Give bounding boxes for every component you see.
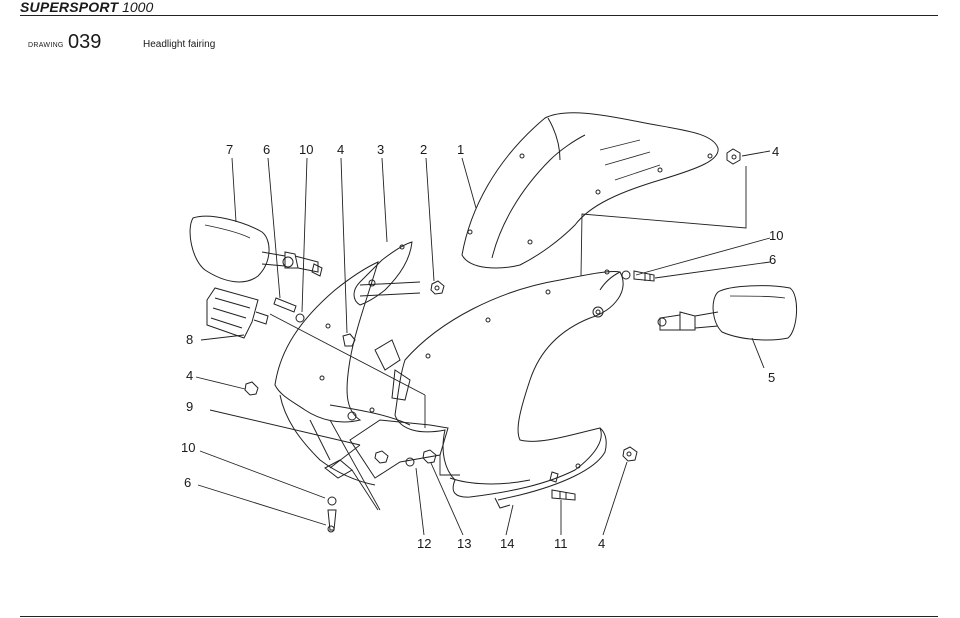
bracket bbox=[353, 241, 421, 401]
drawing-label: DRAWING bbox=[28, 42, 64, 49]
right-mirror bbox=[657, 285, 797, 341]
windscreen bbox=[461, 112, 719, 269]
pilot-light bbox=[206, 287, 269, 339]
callout-7: 7 bbox=[226, 142, 233, 157]
callout-14: 14 bbox=[500, 536, 514, 551]
callout-5: 5 bbox=[768, 370, 775, 385]
callout-4: 4 bbox=[337, 142, 344, 157]
callout-2: 2 bbox=[420, 142, 427, 157]
callout-12: 12 bbox=[417, 536, 431, 551]
left-mirror bbox=[189, 215, 319, 283]
callout-4: 4 bbox=[598, 536, 605, 551]
callout-4: 4 bbox=[772, 144, 779, 159]
callout-10: 10 bbox=[299, 142, 313, 157]
callout-4: 4 bbox=[186, 368, 193, 383]
callout-10: 10 bbox=[769, 228, 783, 243]
leader-lines bbox=[195, 150, 771, 536]
fairing-main bbox=[394, 269, 624, 509]
callout-6: 6 bbox=[263, 142, 270, 157]
drawing-number: 039 bbox=[68, 31, 102, 53]
brand-header: SUPERSPORT 1000 bbox=[20, 0, 153, 15]
callout-6: 6 bbox=[769, 252, 776, 267]
callout-11: 11 bbox=[554, 536, 568, 551]
drawing-title: Headlight fairing bbox=[143, 39, 216, 50]
bottom-divider bbox=[20, 616, 938, 617]
top-divider bbox=[20, 15, 938, 16]
callout-labels: 7 6 10 4 3 2 1 4 10 6 8 4 5 9 10 6 12 13… bbox=[181, 142, 783, 551]
callout-3: 3 bbox=[377, 142, 384, 157]
callout-10: 10 bbox=[181, 440, 195, 455]
fairing-left-panel bbox=[274, 261, 449, 486]
fasteners bbox=[244, 148, 741, 533]
model-name: 1000 bbox=[122, 0, 154, 15]
callout-6: 6 bbox=[184, 475, 191, 490]
brand-name: SUPERSPORT bbox=[20, 0, 119, 15]
callout-8: 8 bbox=[186, 332, 193, 347]
callout-1: 1 bbox=[457, 142, 464, 157]
callout-13: 13 bbox=[457, 536, 471, 551]
callout-9: 9 bbox=[186, 399, 193, 414]
